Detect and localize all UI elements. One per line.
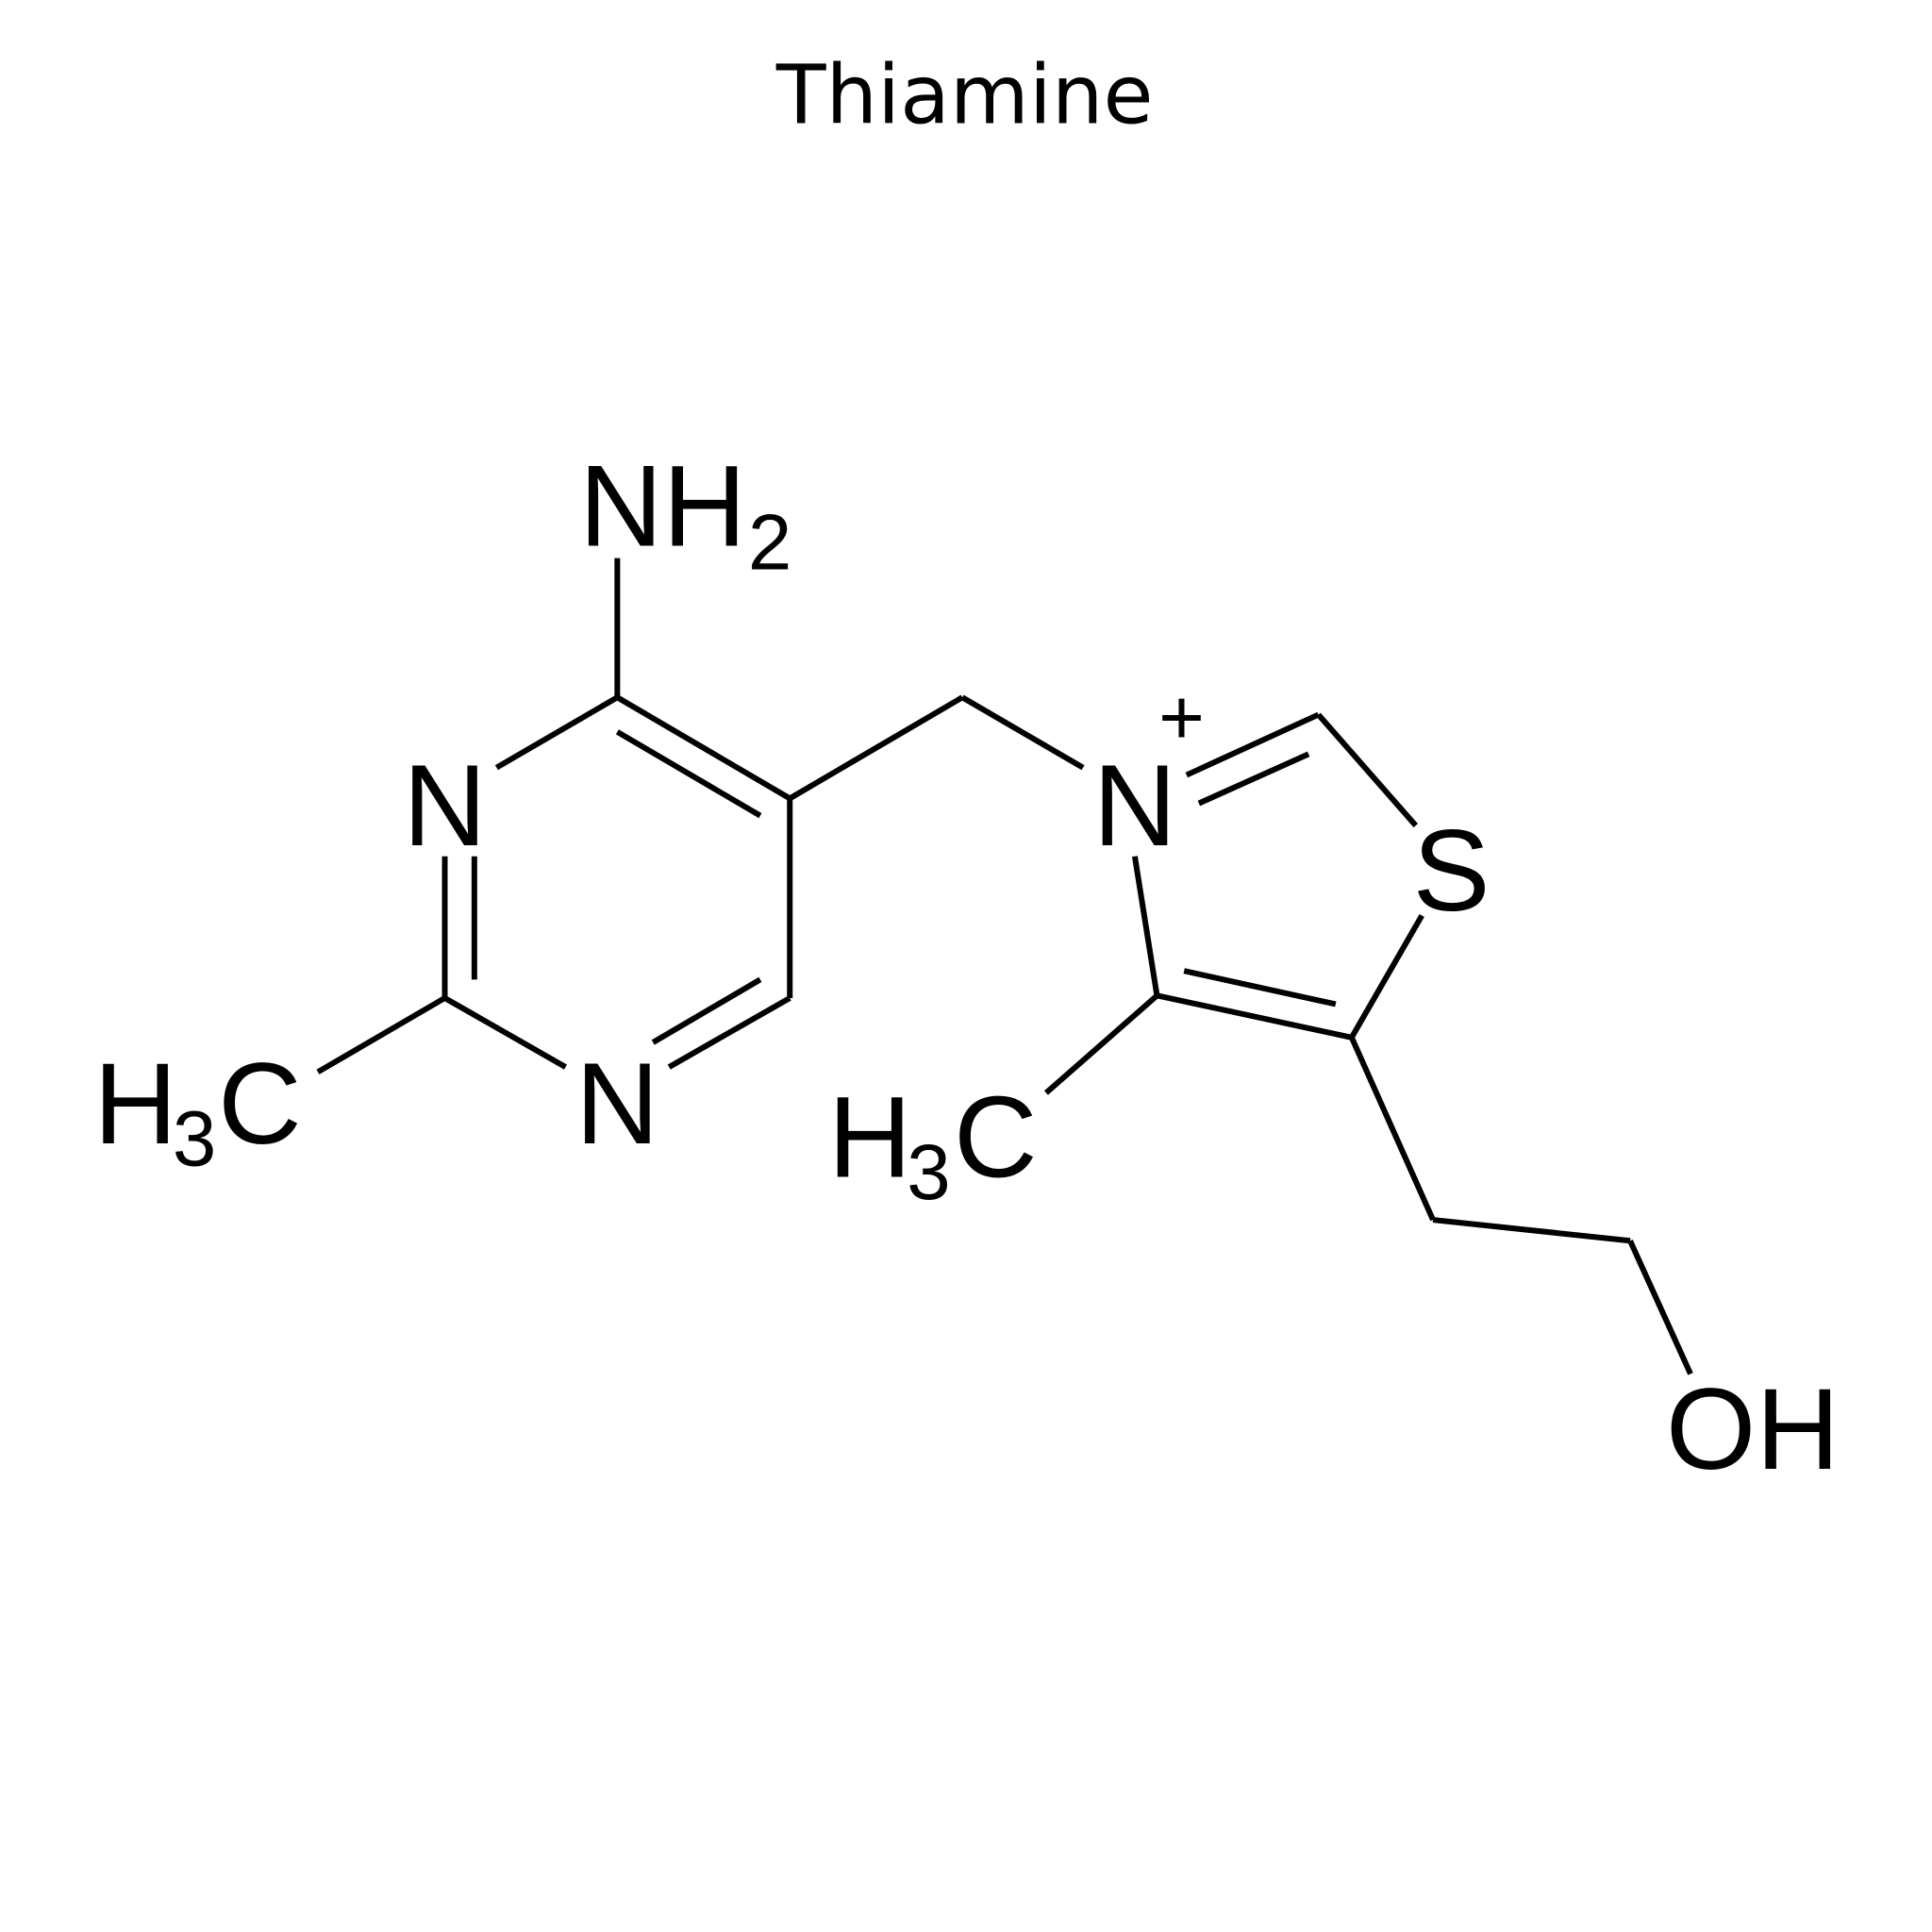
- methyl-left-c: C: [218, 1040, 302, 1169]
- atom-n-plus-label: N: [1093, 741, 1177, 871]
- bond-c4-n: [1131, 856, 1160, 996]
- bond-c2-methyl: [316, 995, 447, 1074]
- bond-n-c2: [1185, 711, 1320, 778]
- bond-n1-c2: [443, 995, 568, 1070]
- amino-subscript: 2: [748, 497, 791, 586]
- atom-s-label: S: [1413, 807, 1491, 936]
- bond-ch2b-oh: [1627, 1240, 1693, 1375]
- hydroxyethyl-chain: OH: [1349, 1036, 1840, 1494]
- hydroxyl-label: OH: [1666, 1365, 1840, 1494]
- methyl-right-subscript: 3: [907, 1127, 950, 1216]
- bond-c4-methyl: [1043, 993, 1159, 1095]
- methylene-bridge: [788, 694, 1085, 801]
- methyl-left-subscript: 3: [173, 1094, 216, 1183]
- methyl-left-h: H: [93, 1040, 177, 1169]
- positive-charge: +: [1158, 673, 1205, 761]
- bond-n-c2-inner: [1197, 751, 1310, 807]
- bond-s-c5: [1349, 913, 1424, 1040]
- bond-ch2-n: [960, 694, 1085, 771]
- bond-c4-c5: [615, 694, 791, 801]
- bond-c4-c5-inner: [615, 729, 762, 819]
- atom-n1-label: N: [575, 1040, 659, 1169]
- methyl-right-h: H: [828, 1073, 912, 1202]
- pyrimidine-ring: N N NH 2 H 3 C: [93, 442, 793, 1183]
- bond-c6-n1-inner: [651, 976, 762, 1045]
- bond-c5-c4: [1156, 992, 1353, 1041]
- methyl-right-c: C: [954, 1073, 1038, 1202]
- bond-c5-c4-inner: [1183, 968, 1337, 1008]
- bond-c2-s: [1316, 712, 1418, 828]
- bond-c4-n3: [494, 694, 619, 771]
- bond-ch2a-ch2b: [1432, 1217, 1631, 1244]
- amino-label: NH: [579, 442, 746, 572]
- diagram-title: Thiamine: [775, 49, 1154, 143]
- bond-c5-ch2: [788, 694, 964, 801]
- thiazolium-ring: N + S H 3 C: [828, 673, 1491, 1216]
- atom-n3-label: N: [403, 741, 487, 871]
- bond-c6-n1: [667, 995, 791, 1070]
- bond-c5-ch2a: [1349, 1036, 1436, 1222]
